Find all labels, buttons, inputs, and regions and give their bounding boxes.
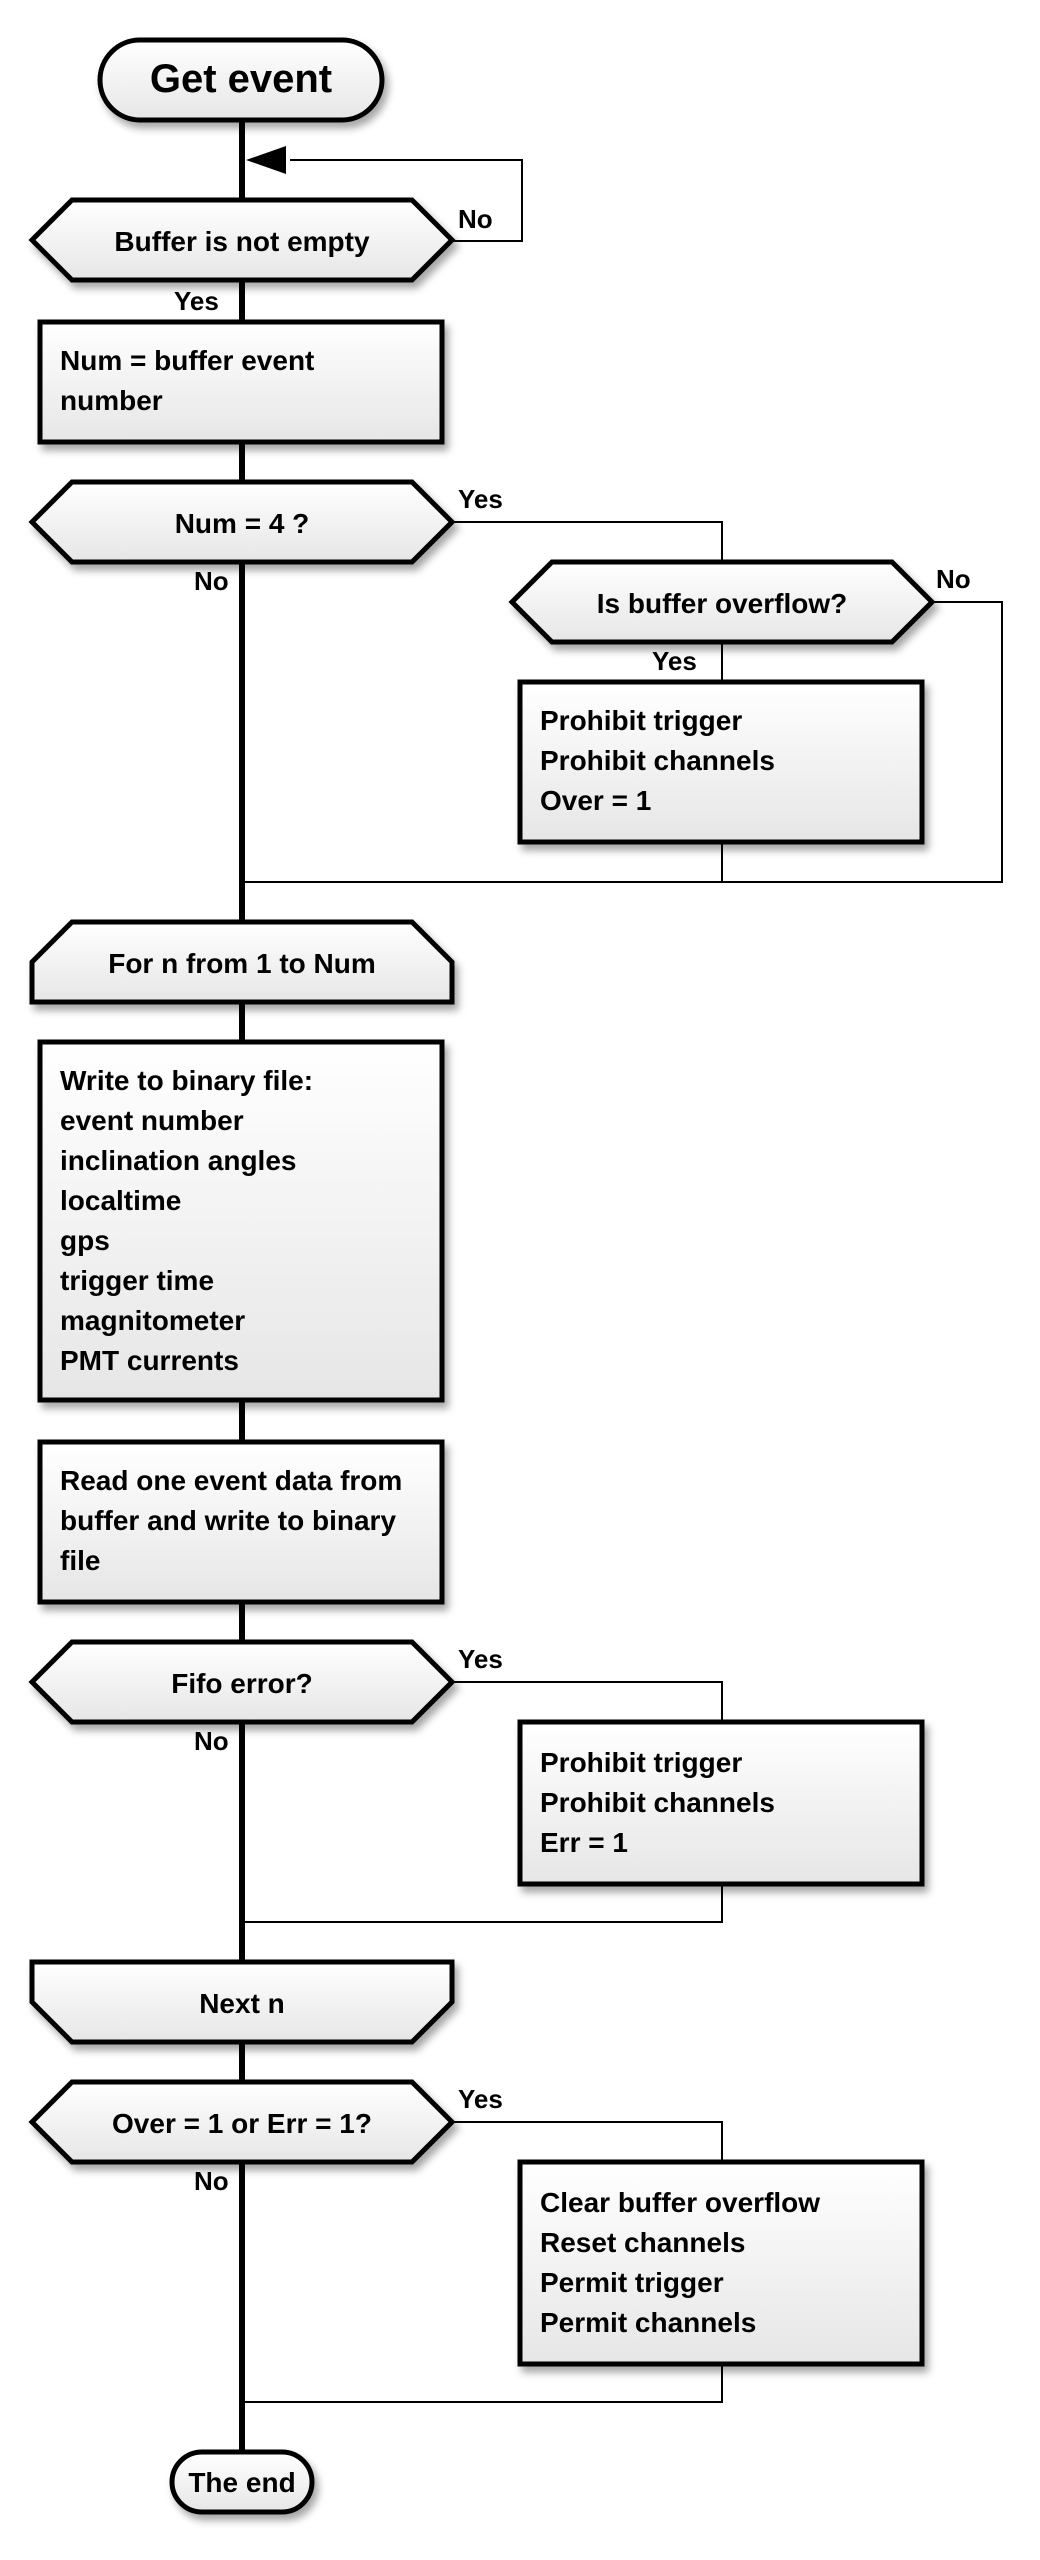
loop-end: Next n (29, 1959, 455, 2045)
overerr-yes-label: Yes (458, 2084, 503, 2114)
clear-reset-line: Permit trigger (540, 2267, 724, 2298)
read-event-line: Read one event data from (60, 1465, 402, 1496)
fifo-yes-branch-lines (242, 1681, 723, 1923)
end-terminator: The end (169, 2449, 315, 2515)
num-assign-text: Num = buffer event number (60, 345, 322, 416)
fifo-yes-label: Yes (458, 1644, 503, 1674)
decision-fifo-error: Fifo error? (28, 1639, 456, 1725)
num-assign-line: Num = buffer event (60, 345, 314, 376)
write-binary-line: PMT currents (60, 1345, 239, 1376)
overflow-no-label: No (936, 564, 971, 594)
prohibit-over-line: Over = 1 (540, 785, 651, 816)
prohibit-err-line: Err = 1 (540, 1827, 628, 1858)
process-prohibit-over: Prohibit trigger Prohibit channels Over … (517, 679, 925, 845)
buffer-no-loop (246, 146, 523, 242)
buffer-no-label: No (458, 204, 493, 234)
end-label: The end (188, 2467, 295, 2498)
overerr-no-label: No (194, 2166, 229, 2196)
loop-start-label: For n from 1 to Num (108, 948, 376, 979)
arrowhead-icon (246, 146, 286, 174)
write-binary-text: Write to binary file: event number incli… (60, 1065, 321, 1376)
clear-reset-text: Clear buffer overflow Reset channels Per… (540, 2187, 828, 2338)
clear-reset-line: Clear buffer overflow (540, 2187, 820, 2218)
clear-reset-line: Reset channels (540, 2227, 745, 2258)
write-binary-line: Write to binary file: (60, 1065, 313, 1096)
over-or-err-label: Over = 1 or Err = 1? (112, 2108, 372, 2139)
write-binary-line: localtime (60, 1185, 181, 1216)
prohibit-over-line: Prohibit channels (540, 745, 775, 776)
process-prohibit-err: Prohibit trigger Prohibit channels Err =… (517, 1719, 925, 1887)
overflow-yes-label: Yes (652, 646, 697, 676)
start-label: Get event (150, 57, 332, 101)
write-binary-line: event number (60, 1105, 244, 1136)
read-event-text: Read one event data from buffer and writ… (60, 1465, 410, 1576)
overerr-yes-branch-lines (242, 2121, 723, 2403)
loop-start: For n from 1 to Num (29, 919, 455, 1005)
clear-reset-line: Permit channels (540, 2307, 756, 2338)
num-no-label: No (194, 566, 229, 596)
prohibit-err-line: Prohibit trigger (540, 1747, 742, 1778)
fifo-error-label: Fifo error? (171, 1668, 313, 1699)
decision-num-eq-4: Num = 4 ? (28, 479, 456, 565)
loop-end-label: Next n (199, 1988, 285, 2019)
buffer-not-empty-label: Buffer is not empty (114, 226, 370, 257)
process-read-event: Read one event data from buffer and writ… (37, 1439, 445, 1605)
decision-over-or-err: Over = 1 or Err = 1? (28, 2079, 456, 2165)
num-assign-line: number (60, 385, 163, 416)
write-binary-line: inclination angles (60, 1145, 296, 1176)
process-write-binary: Write to binary file: event number incli… (37, 1039, 445, 1403)
write-binary-line: trigger time (60, 1265, 214, 1296)
fifo-no-label: No (194, 1726, 229, 1756)
prohibit-err-line: Prohibit channels (540, 1787, 775, 1818)
read-event-line: file (60, 1545, 100, 1576)
read-event-line: buffer and write to binary (60, 1505, 396, 1536)
num-eq-4-label: Num = 4 ? (175, 508, 310, 539)
write-binary-line: magnitometer (60, 1305, 245, 1336)
prohibit-err-text: Prohibit trigger Prohibit channels Err =… (540, 1747, 783, 1858)
prohibit-over-text: Prohibit trigger Prohibit channels Over … (540, 705, 783, 816)
num-yes-label: Yes (458, 484, 503, 514)
num-yes-branch-lines (242, 521, 1003, 883)
buffer-yes-label: Yes (174, 286, 219, 316)
write-binary-line: gps (60, 1225, 110, 1256)
process-clear-reset: Clear buffer overflow Reset channels Per… (517, 2159, 925, 2367)
process-num-assign: Num = buffer event number (37, 319, 445, 445)
start-terminator: Get event (97, 37, 385, 123)
decision-buffer-not-empty: Buffer is not empty (28, 197, 456, 283)
buffer-overflow-label: Is buffer overflow? (597, 588, 847, 619)
prohibit-over-line: Prohibit trigger (540, 705, 742, 736)
decision-buffer-overflow: Is buffer overflow? (508, 559, 936, 645)
